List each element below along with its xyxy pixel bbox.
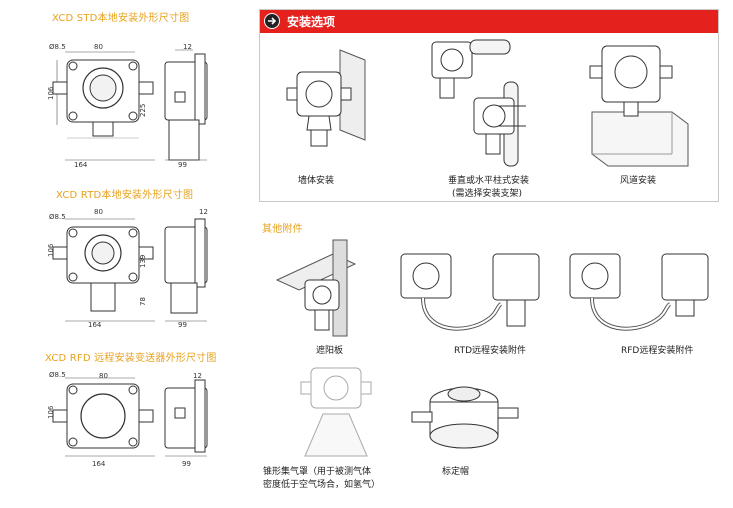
- rfd-section-title: XCD RFD 远程安装变送器外形尺寸图: [45, 353, 217, 364]
- calibration-cap-label: 标定帽: [442, 467, 470, 477]
- std-depth-12-dim: 12: [183, 43, 192, 51]
- std-section-title: XCD STD本地安装外形尺寸图: [52, 13, 190, 24]
- rfd-height-106-dim: 106: [47, 405, 55, 419]
- std-height-106-dim: 106: [47, 86, 55, 100]
- install-options-banner: 安装选项: [260, 10, 718, 33]
- arrow-circle-icon: [264, 13, 280, 29]
- rtd-section-title: XCD RTD本地安装外形尺寸图: [56, 190, 194, 201]
- install-options-title: 安装选项: [287, 15, 336, 29]
- rtd-remote-label: RTD远程安装附件: [454, 346, 527, 356]
- install-options-panel: 安装选项: [259, 9, 719, 202]
- std-depth-99-dim: 99: [178, 161, 187, 169]
- rtd-width-80-dim: 80: [94, 208, 103, 216]
- cone-collector-label: 锥形集气罩（用于被测气体: [263, 467, 372, 477]
- rtd-width-164-dim: 164: [88, 321, 102, 329]
- rtd-height-78-dim: 78: [139, 297, 147, 306]
- std-width-80-dim: 80: [94, 43, 103, 51]
- duct-mount-label: 风道安装: [620, 176, 657, 186]
- rtd-height-106-dim: 106: [47, 243, 55, 257]
- rfd-depth-12-dim: 12: [193, 372, 202, 380]
- rtd-depth-12-dim: 12: [199, 208, 208, 216]
- rtd-hole-dim: Ø8.5: [49, 213, 66, 221]
- cone-collector-sublabel: 密度低于空气场合，如氢气）: [263, 480, 381, 490]
- wall-mount-label: 墙体安装: [298, 176, 335, 186]
- rfd-width-80-dim: 80: [99, 372, 108, 380]
- std-hole-dim: Ø8.5: [49, 43, 66, 51]
- std-height-225-dim: 225: [139, 103, 147, 117]
- std-width-164-dim: 164: [74, 161, 88, 169]
- rfd-remote-label: RFD远程安装附件: [621, 346, 694, 356]
- sunshade-label: 遮阳板: [316, 346, 344, 356]
- pole-mount-label: 垂直或水平柱式安装: [448, 176, 530, 186]
- rfd-hole-dim: Ø8.5: [49, 371, 66, 379]
- rtd-depth-99-dim: 99: [178, 321, 187, 329]
- rfd-depth-99-dim: 99: [182, 460, 191, 468]
- accessories-section-title: 其他附件: [262, 224, 303, 235]
- pole-mount-sublabel: (需选择安装支架): [452, 189, 523, 199]
- rfd-width-164-dim: 164: [92, 460, 106, 468]
- rtd-height-139-dim: 139: [139, 254, 147, 268]
